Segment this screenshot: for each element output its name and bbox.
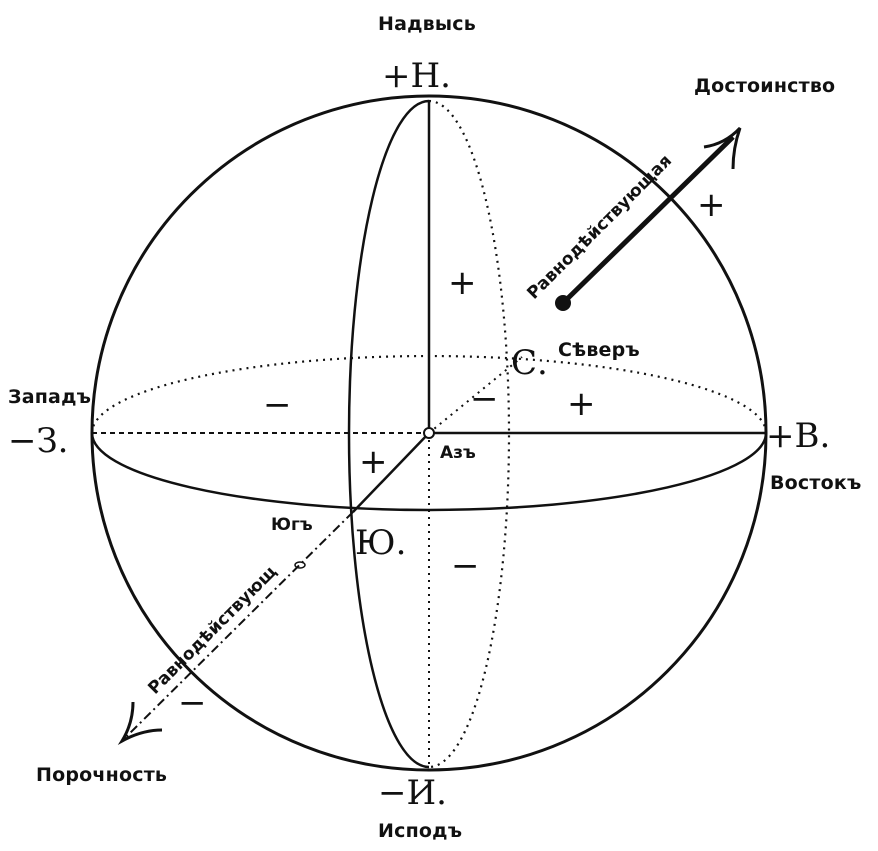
nadir-word: Исподъ: [378, 820, 462, 842]
zenith-word: Надвысь: [378, 13, 476, 35]
vice-arrow-line: [124, 511, 354, 739]
south-word: Югъ: [271, 515, 313, 535]
sign-lower-right: −: [451, 546, 480, 586]
virtue-word: Достоинство: [694, 75, 835, 97]
sign-lower-front-left: +: [359, 442, 388, 482]
south-axis: [352, 432, 430, 513]
north-word: Сѣверъ: [558, 339, 640, 361]
virtue-arrow-line: [561, 135, 735, 305]
meridian-back-arc: [428, 99, 511, 769]
resultant-origin-dot: [555, 295, 571, 311]
resultant-lower-label: Равнодѣйствующ: [144, 562, 281, 699]
nadir-marker: −И.: [378, 773, 447, 813]
vice-word: Порочность: [36, 764, 167, 786]
south-marker: Ю.: [355, 523, 406, 563]
equator-front-arc: [90, 432, 768, 512]
center-word: Азъ: [440, 443, 476, 463]
lower-resultant-marker: [294, 561, 306, 569]
north-marker: С.: [511, 343, 548, 383]
east-marker: +В.: [766, 416, 830, 456]
meridian-front-arc: [347, 99, 430, 769]
virtue-arrowhead: [703, 126, 742, 170]
sign-upper-front: +: [448, 263, 477, 303]
zenith-marker: +Н.: [382, 56, 451, 96]
sign-arrow-lower: −: [178, 683, 207, 723]
sign-right-upper-front: +: [567, 384, 596, 424]
vice-arrowhead: [117, 701, 163, 746]
resultant-upper-label: Равнодѣйствующая: [523, 151, 676, 304]
sign-right-upper-back: −: [470, 379, 499, 419]
east-word: Востокъ: [770, 472, 861, 494]
center-point: [423, 427, 435, 439]
sign-arrow-upper: +: [697, 185, 726, 225]
west-marker: −З.: [8, 421, 68, 461]
sign-left-upper: −: [263, 385, 292, 425]
west-word: Западъ: [8, 386, 91, 408]
